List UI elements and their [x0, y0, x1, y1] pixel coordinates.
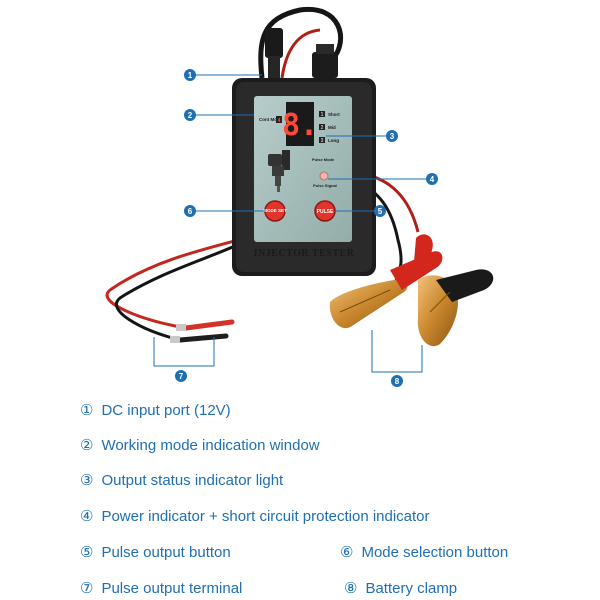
callout-number: 8	[395, 377, 400, 386]
injector-icon	[268, 150, 290, 192]
mode-set-button-label: MODE SET	[263, 208, 287, 213]
pulse-button-label: PULSE	[317, 209, 334, 215]
mode-label: Long	[328, 138, 339, 143]
callout-number: 6	[188, 207, 193, 216]
callout-number: 7	[179, 372, 184, 381]
pulse-signal-label: Pulse Signal	[313, 183, 337, 188]
cont-mode-value: 4	[278, 118, 281, 124]
mode-num: 1	[321, 112, 324, 118]
cont-mode-label: Cont Mode	[259, 117, 283, 122]
battery-clamp-black	[414, 234, 494, 347]
pulse-output-cables	[105, 236, 247, 343]
injector-tester-device: 8. Cont Mode 4 1 Short 2 Mid 3 Long Puls…	[232, 78, 376, 276]
callout-number: 1	[188, 71, 193, 80]
mode-indicator-list: 1 Short 2 Mid 3 Long	[319, 111, 340, 144]
callout-number: 2	[188, 111, 193, 120]
callout-number: 5	[378, 207, 383, 216]
callout-markers: 1 2 3 4 5 6 7 8	[175, 69, 438, 387]
mode-label: Short	[328, 112, 340, 117]
callout-number: 4	[430, 175, 435, 184]
display-digit: 8.	[282, 108, 318, 143]
mode-num: 2	[321, 125, 324, 131]
device-name-label: INJECTOR TESTER	[254, 248, 355, 259]
power-indicator-led	[319, 171, 329, 181]
pulse-mode-label: Pulse Mode	[312, 157, 335, 162]
callout-lines	[153, 74, 426, 373]
digit-display	[286, 102, 314, 146]
dc-input-cable	[258, 6, 343, 79]
mode-num: 3	[321, 138, 324, 144]
mode-label: Mid	[328, 125, 336, 130]
callout-number: 3	[390, 132, 395, 141]
